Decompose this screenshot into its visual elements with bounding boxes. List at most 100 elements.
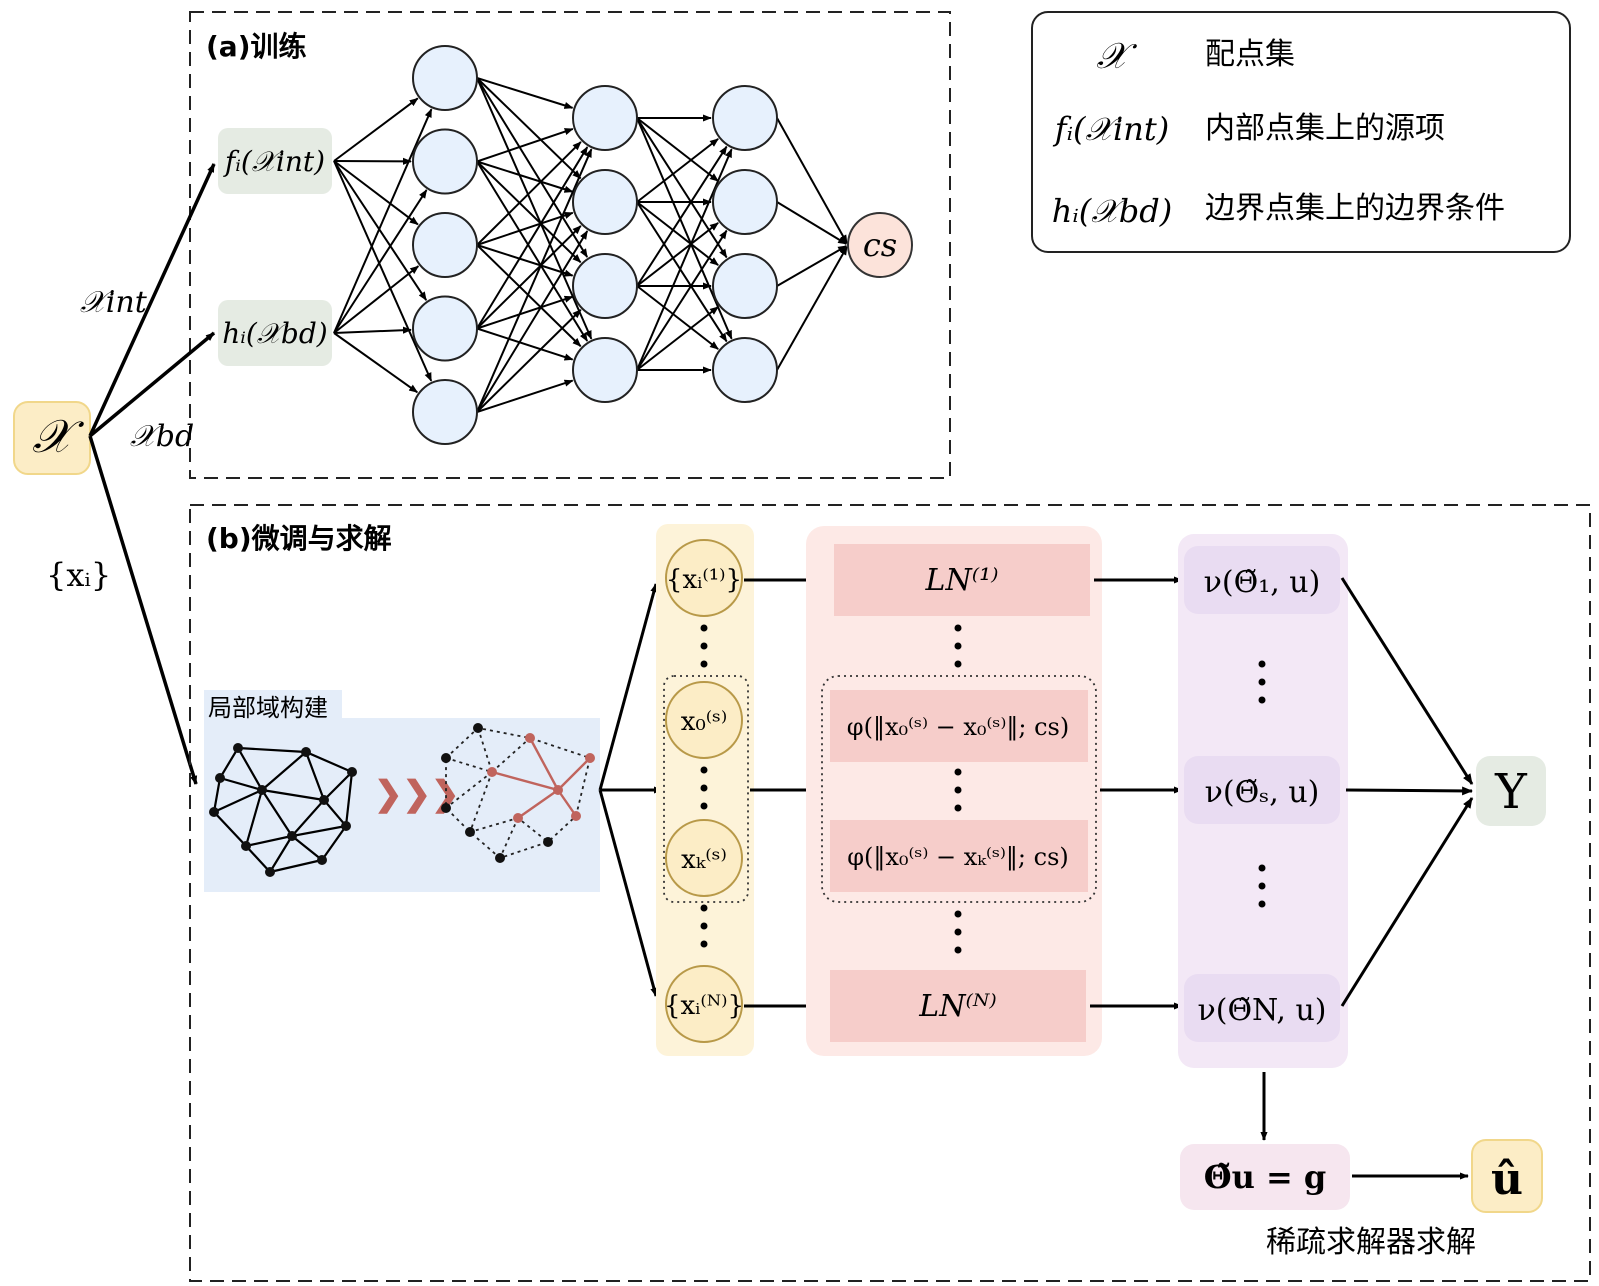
connection-edge <box>636 201 728 343</box>
output-label: cs <box>863 226 897 264</box>
neuron-layer-3 <box>712 337 778 403</box>
panel-b-title: (b)微调与求解 <box>206 522 392 555</box>
output-node <box>847 212 913 278</box>
arrow-to-local <box>88 435 198 785</box>
arrow-vn-y <box>1340 797 1474 1007</box>
connection-edge <box>476 141 582 246</box>
connection-edge <box>333 326 412 334</box>
legend-symbol-3: hᵢ(𝒳bd) <box>1052 192 1173 230</box>
connection-edge <box>476 230 589 413</box>
neuron-layer-1 <box>412 128 478 195</box>
connection-edge <box>333 108 433 334</box>
connection-edge <box>476 77 582 180</box>
connection-edge <box>636 117 728 259</box>
network-neurons <box>412 45 778 445</box>
connection-edge <box>636 117 719 182</box>
connection-edge <box>636 285 719 350</box>
arrow-vs-y <box>1345 786 1474 796</box>
equation-label: Θ̃u = g <box>1204 1158 1327 1196</box>
arrow-to-f <box>88 163 216 437</box>
legend-symbol-2: fᵢ(𝒳int) <box>1053 110 1169 148</box>
arrow-v1-y <box>1340 577 1474 785</box>
solver-label: 稀疏求解器求解 <box>1266 1225 1476 1260</box>
connection-edge <box>636 229 728 371</box>
neuron-layer-1 <box>412 212 478 278</box>
connection-edge <box>476 148 593 413</box>
output-edge <box>776 117 848 245</box>
ln-column-bg <box>806 526 1102 1056</box>
legend-box <box>1031 11 1571 253</box>
arrow-to-node-n <box>598 789 658 997</box>
input-f-box <box>218 128 332 194</box>
connection-edge <box>476 327 574 361</box>
connection-edge <box>333 160 419 226</box>
neuron-layer-1 <box>412 45 478 111</box>
ln-1-box <box>834 544 1090 616</box>
v-s-box <box>1184 756 1340 824</box>
ln-n-label: LN⁽ᴺ⁾ <box>918 989 996 1024</box>
mesh-points <box>209 743 357 877</box>
connection-edge <box>636 138 719 203</box>
v-ellipsis <box>1258 660 1266 908</box>
ln-n-box <box>830 970 1086 1042</box>
connection-edge <box>476 77 574 109</box>
local-domain-tab <box>204 690 342 720</box>
solution-label: û <box>1491 1154 1523 1205</box>
neuron-layer-2 <box>572 253 638 319</box>
v-s-label: ν(Θ̃ₛ, u) <box>1205 775 1320 810</box>
node-group-frame <box>663 675 749 903</box>
node-ellipsis <box>700 624 708 948</box>
y-label: Y <box>1494 764 1528 820</box>
neuron-layer-2 <box>572 337 638 403</box>
node-k-s-label: xₖ⁽ˢ⁾ <box>681 845 727 875</box>
node-1 <box>665 539 743 617</box>
connection-edge <box>333 265 420 334</box>
v-1-label: ν(Θ̃₁, u) <box>1204 565 1321 600</box>
node-n <box>665 965 743 1043</box>
connection-edge <box>636 148 733 371</box>
local-domain-label: 局部域构建 <box>208 694 328 722</box>
connection-edge <box>476 160 574 193</box>
connection-edge <box>333 97 419 162</box>
edge-label-int: 𝒳int <box>80 285 148 320</box>
connection-edge <box>476 244 582 347</box>
output-edge <box>776 201 848 245</box>
legend-desc-1: 配点集 <box>1205 37 1295 72</box>
v-1-box <box>1184 546 1340 614</box>
connection-edge <box>476 379 574 413</box>
connection-edge <box>476 127 574 163</box>
input-h-label: hᵢ(𝒳bd) <box>222 317 327 350</box>
connection-edge <box>476 77 589 258</box>
neuron-layer-1 <box>412 295 478 362</box>
connection-edge <box>333 332 419 394</box>
node-k-s <box>665 819 743 897</box>
phi-2-box <box>830 820 1088 892</box>
connection-edge <box>476 211 574 246</box>
neuron-layer-3 <box>712 253 778 319</box>
phi-1-box <box>830 690 1088 762</box>
connection-edge <box>636 222 719 287</box>
connection-edge <box>636 201 719 266</box>
equation-box <box>1180 1144 1350 1210</box>
connection-edge <box>476 77 593 340</box>
output-edge <box>776 245 848 287</box>
output-edge <box>776 245 848 371</box>
phi-1-label: φ(‖x₀⁽ˢ⁾ − x₀⁽ˢ⁾‖; cs) <box>847 713 1069 742</box>
network-connections <box>333 77 848 413</box>
node-0-s <box>665 681 743 759</box>
connection-edge <box>333 160 433 382</box>
phi-2-label: φ(‖x₀⁽ˢ⁾ − xₖ⁽ˢ⁾‖; cs) <box>847 843 1069 872</box>
edge-label-xi: {xᵢ} <box>46 556 111 594</box>
phi-group-frame <box>821 675 1097 903</box>
legend-desc-3: 边界点集上的边界条件 <box>1205 191 1505 226</box>
edge-label-bd: 𝒳bd <box>130 419 194 454</box>
connection-edge <box>476 146 589 330</box>
neuron-layer-2 <box>572 169 638 235</box>
ln-ellipsis <box>954 624 962 954</box>
connection-edge <box>476 160 582 264</box>
v-n-box <box>1184 974 1340 1042</box>
connection-edge <box>636 306 719 371</box>
connection-edge <box>476 244 574 277</box>
connection-edge <box>636 117 733 340</box>
neuron-layer-3 <box>712 169 778 235</box>
